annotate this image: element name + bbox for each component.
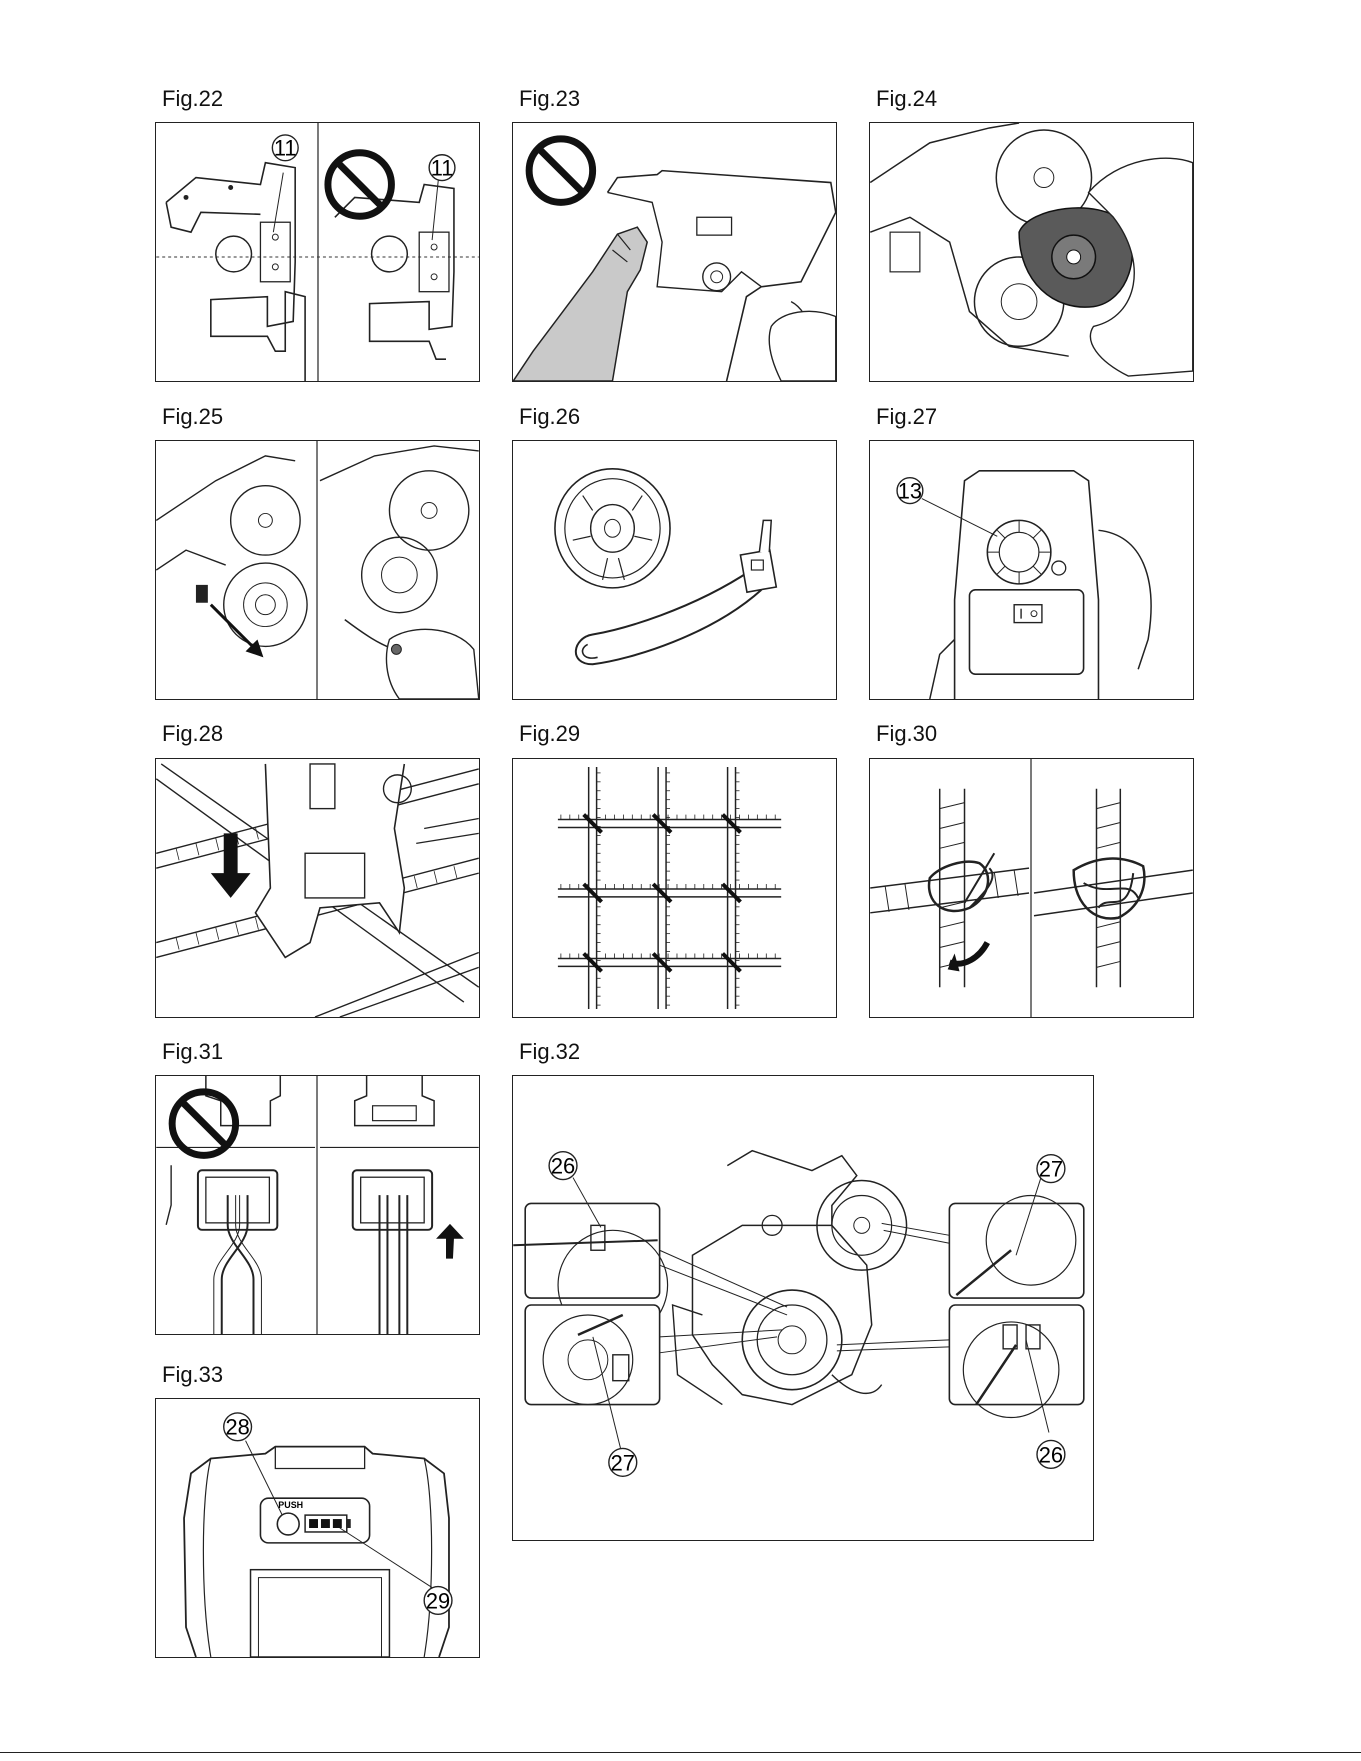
fig28-illustration bbox=[156, 759, 479, 1017]
fig30-label: Fig.30 bbox=[876, 721, 937, 747]
fig27-panel: 13 bbox=[869, 440, 1194, 700]
fig27-callout-13: 13 bbox=[898, 479, 922, 504]
prohibited-icon bbox=[172, 1092, 236, 1156]
fig22-callout-11-left: 11 bbox=[274, 136, 297, 161]
fig32-callout-27-bottom: 27 bbox=[611, 1450, 635, 1475]
fig31-panel bbox=[155, 1075, 480, 1335]
fig22-callout-11-right: 11 bbox=[431, 156, 454, 181]
fig28-label: Fig.28 bbox=[162, 721, 223, 747]
page-bottom-rule bbox=[0, 1752, 1361, 1753]
fig24-panel bbox=[869, 122, 1194, 382]
fig25-label: Fig.25 bbox=[162, 404, 223, 430]
fig22-label: Fig.22 bbox=[162, 86, 223, 112]
fig28-panel bbox=[155, 758, 480, 1018]
fig30-panel bbox=[869, 758, 1194, 1018]
fig24-illustration bbox=[870, 123, 1193, 381]
fig27-illustration: 13 bbox=[870, 441, 1193, 699]
fig24-label: Fig.24 bbox=[876, 86, 937, 112]
battery-indicator-icon bbox=[305, 1515, 351, 1532]
fig22-illustration: 11 11 bbox=[156, 123, 479, 381]
fig25-panel bbox=[155, 440, 480, 700]
fig23-label: Fig.23 bbox=[519, 86, 580, 112]
fig22-panel: 11 11 bbox=[155, 122, 480, 382]
fig30-illustration bbox=[870, 759, 1193, 1017]
prohibited-icon bbox=[328, 153, 392, 217]
push-label: PUSH bbox=[278, 1500, 303, 1510]
fig26-illustration bbox=[513, 441, 836, 699]
fig26-panel bbox=[512, 440, 837, 700]
up-arrow-icon bbox=[436, 1224, 464, 1259]
fig31-illustration bbox=[156, 1076, 479, 1334]
fig33-callout-28: 28 bbox=[225, 1415, 249, 1440]
fig33-label: Fig.33 bbox=[162, 1362, 223, 1388]
fig29-illustration bbox=[513, 759, 836, 1017]
fig32-callout-27-top: 27 bbox=[1039, 1157, 1063, 1182]
fig29-panel bbox=[512, 758, 837, 1018]
fig23-panel bbox=[512, 122, 837, 382]
fig32-panel: 26 27 27 26 bbox=[512, 1075, 1094, 1541]
fig33-panel: PUSH 28 29 bbox=[155, 1398, 480, 1658]
fig33-illustration: PUSH 28 29 bbox=[156, 1399, 479, 1657]
fig33-callout-29: 29 bbox=[426, 1588, 450, 1613]
fig32-illustration: 26 27 27 26 bbox=[513, 1076, 1093, 1540]
fig26-label: Fig.26 bbox=[519, 404, 580, 430]
prohibited-icon bbox=[529, 139, 593, 203]
fig32-label: Fig.32 bbox=[519, 1039, 580, 1065]
fig32-callout-26-bottom: 26 bbox=[1039, 1442, 1063, 1467]
fig25-illustration bbox=[156, 441, 479, 699]
fig32-callout-26-top: 26 bbox=[551, 1154, 575, 1179]
fig23-illustration bbox=[513, 123, 836, 381]
battery-check-button[interactable] bbox=[277, 1513, 299, 1535]
fig27-label: Fig.27 bbox=[876, 404, 937, 430]
fig29-label: Fig.29 bbox=[519, 721, 580, 747]
fig31-label: Fig.31 bbox=[162, 1039, 223, 1065]
